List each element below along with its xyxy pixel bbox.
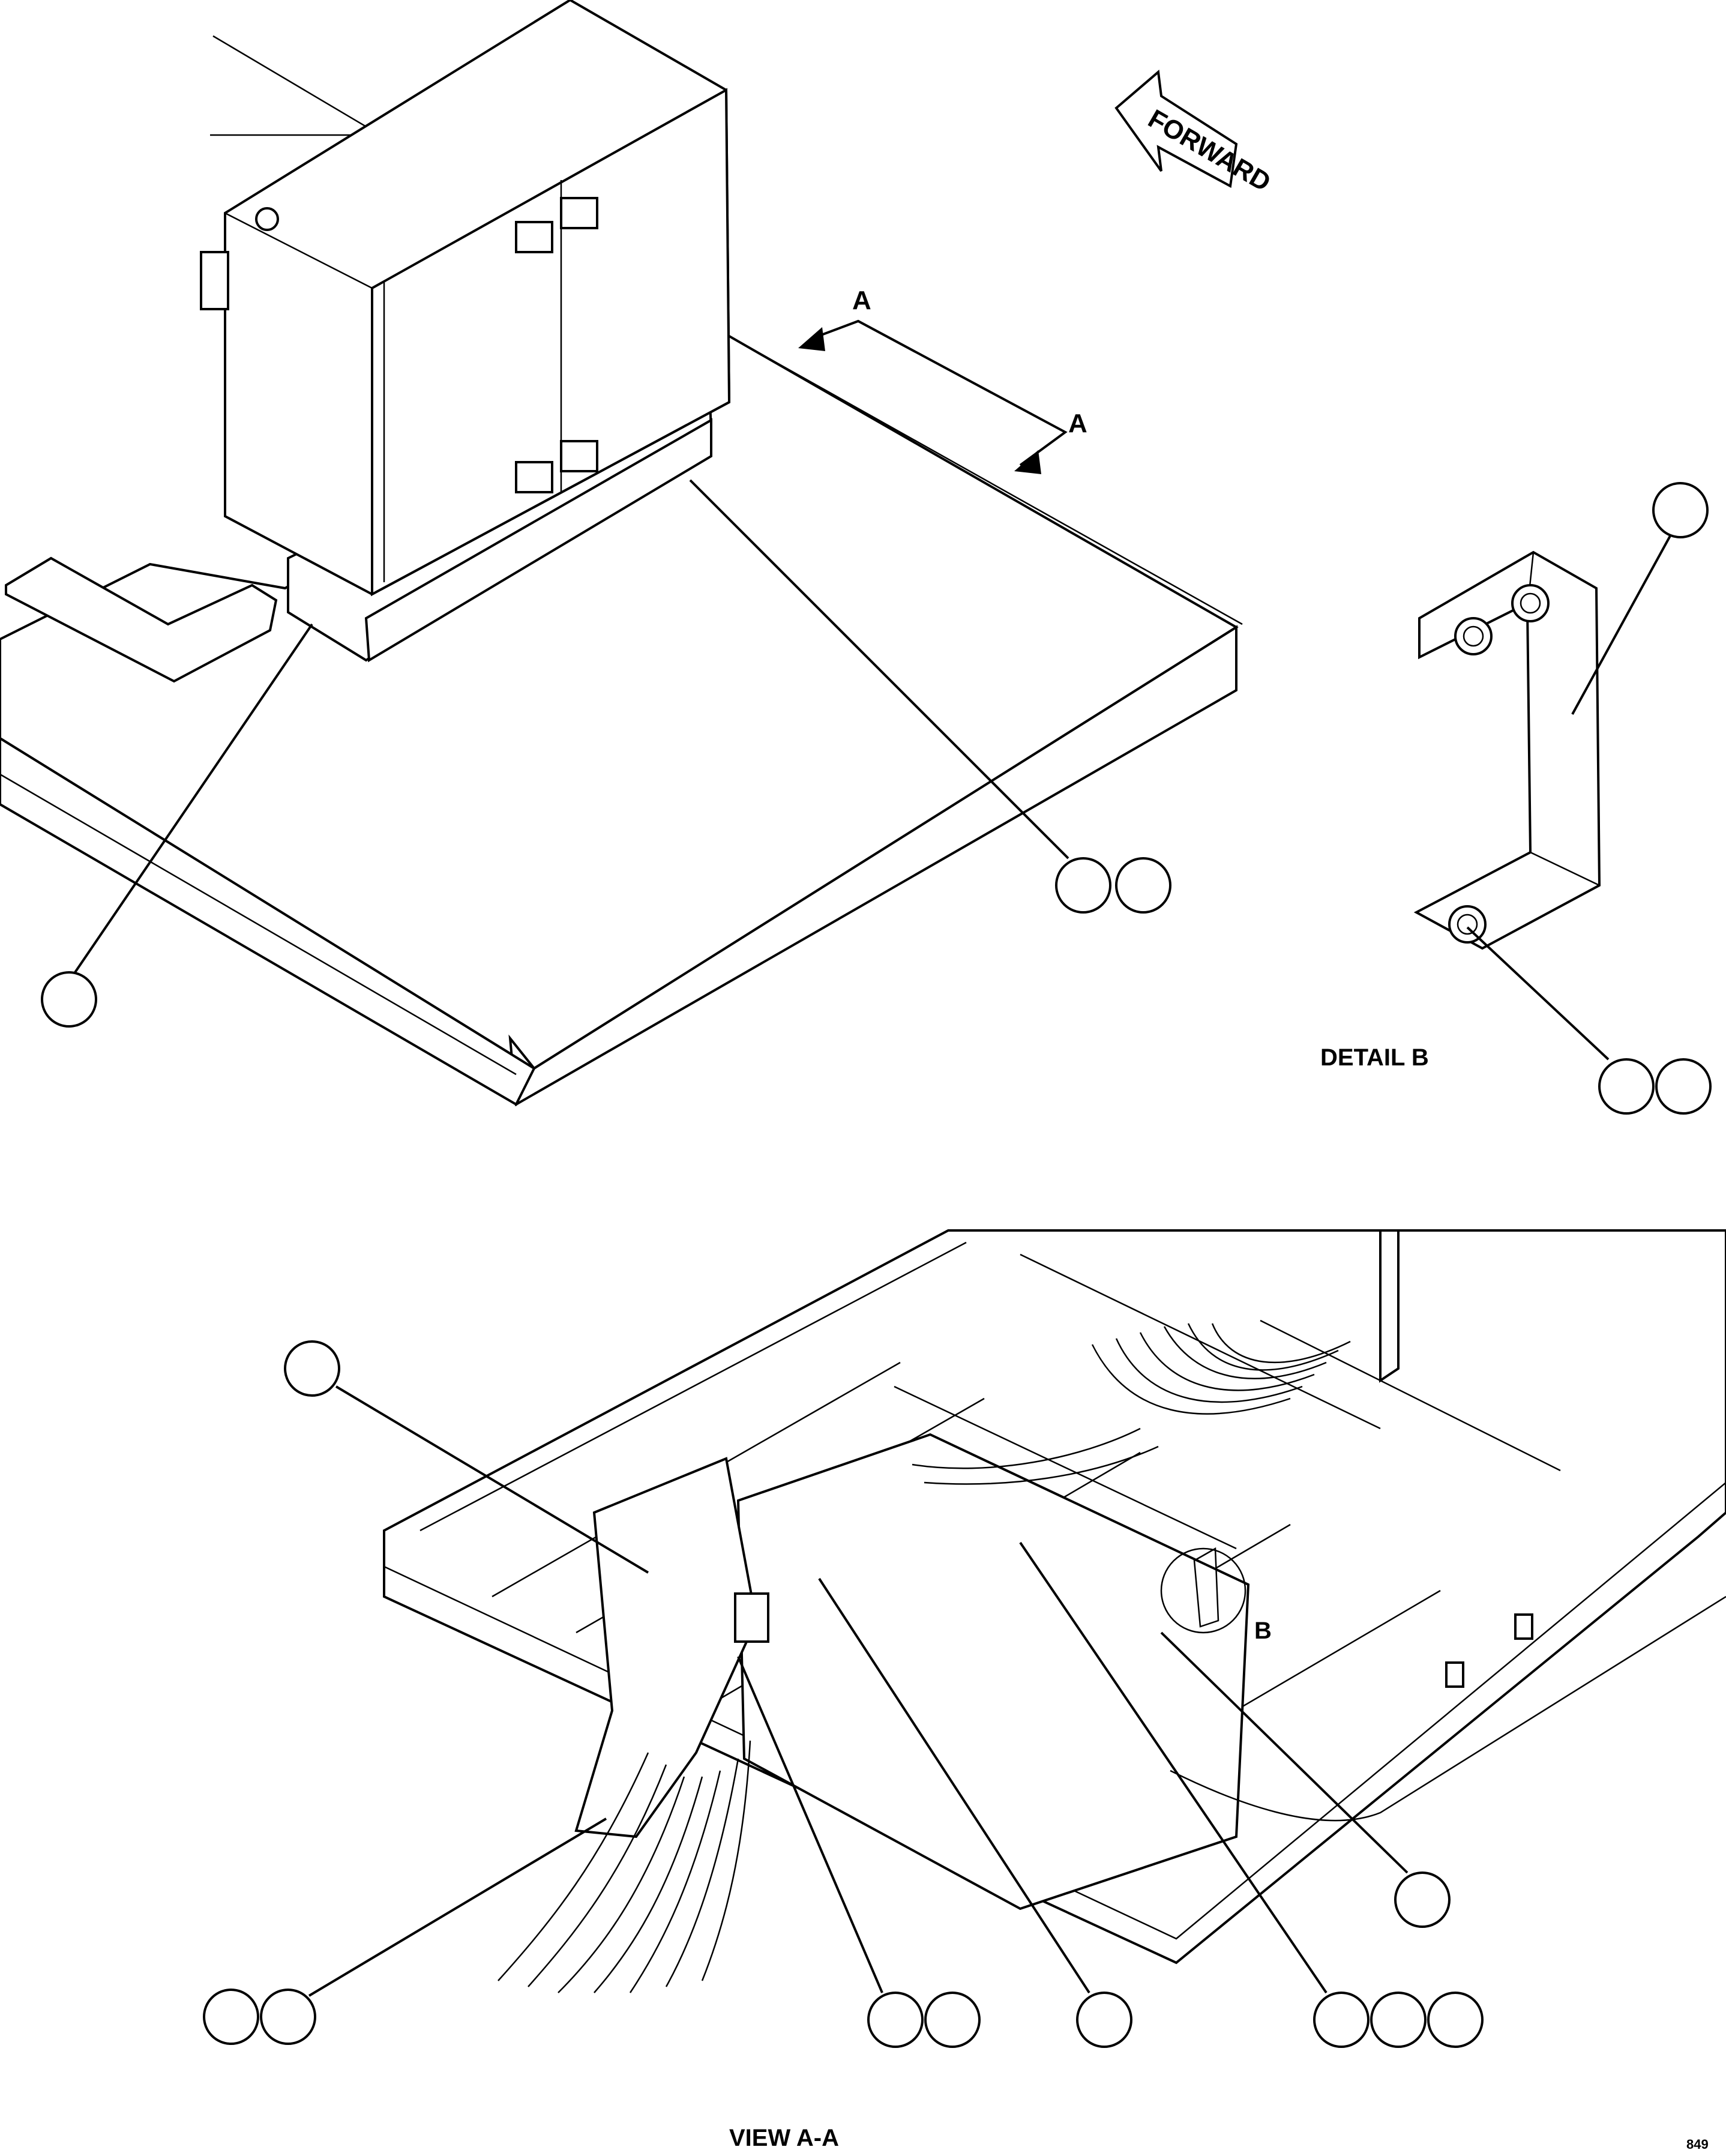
view-a-a-callouts <box>203 1340 1484 2048</box>
callout-balloon <box>1370 1992 1427 2048</box>
callout-balloon <box>1655 1058 1712 1115</box>
callout-balloon <box>1427 1992 1484 2048</box>
callout-balloon <box>203 1989 259 2045</box>
detail-b-marker <box>1160 1547 1246 1634</box>
forward-arrow: FORWARD <box>1114 70 1276 197</box>
section-a-bottom-label: A <box>1068 409 1087 438</box>
view-a-a-assembly: B <box>383 1229 1726 1993</box>
detail-b-label: B <box>1254 1618 1272 1644</box>
callout-balloon <box>41 971 97 1028</box>
callout-balloon <box>1598 1058 1655 1115</box>
upper-callouts <box>41 479 1171 1028</box>
callout-balloon <box>260 1989 316 2045</box>
callout-balloon <box>284 1340 340 1397</box>
sheet-number: 849 <box>1686 2137 1709 2152</box>
callout-balloon <box>1076 1992 1132 2048</box>
view-a-a-caption: VIEW A-A <box>729 2125 839 2151</box>
cover-plate <box>736 1433 1250 1911</box>
cable-loom <box>498 1457 758 1993</box>
section-a-top-label: A <box>852 286 871 315</box>
callout-balloon <box>1055 857 1111 914</box>
callout-balloon <box>1115 857 1171 914</box>
platform-edge <box>508 625 1237 1107</box>
detail-b-bracket: DETAIL B <box>1320 482 1712 1115</box>
callout-balloon <box>924 1992 981 2048</box>
section-a-a-line: A A <box>798 286 1087 474</box>
callout-balloon <box>867 1992 924 2048</box>
upper-isometric-view <box>0 0 1243 1107</box>
callout-balloon <box>1652 482 1709 538</box>
detail-b-caption: DETAIL B <box>1320 1044 1429 1071</box>
access-panel <box>5 556 278 683</box>
hose-bundle <box>912 1323 1351 1485</box>
callout-balloon <box>1313 1992 1370 2048</box>
callout-balloon <box>1394 1871 1451 1928</box>
